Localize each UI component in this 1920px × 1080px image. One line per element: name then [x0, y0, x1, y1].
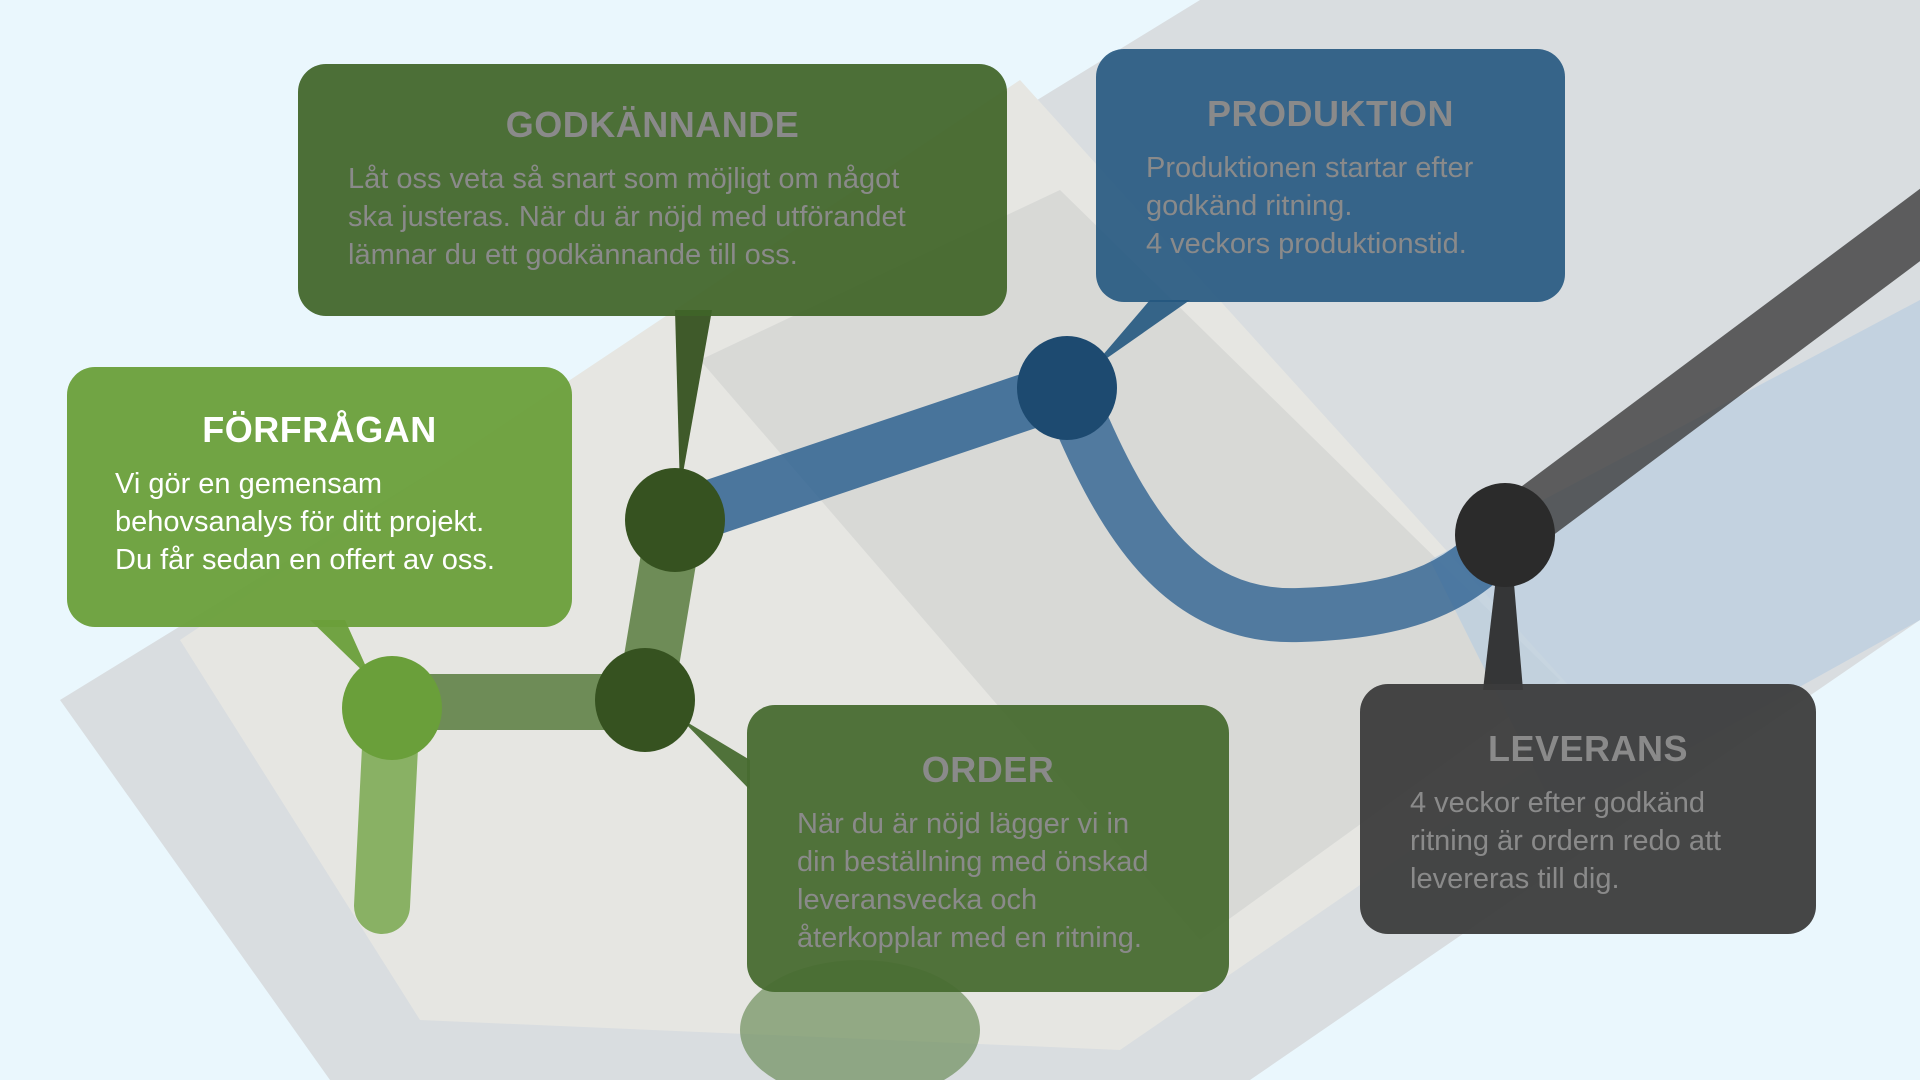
step-line: Du får sedan en offert av oss. [115, 544, 495, 576]
step-line: återkopplar med en ritning. [797, 922, 1142, 954]
step-text: Produktionen startar efter godkänd ritni… [1146, 149, 1515, 263]
step-line: Låt oss veta så snart som möjligt om någ… [348, 163, 900, 195]
step-line: ska justeras. När du är nöjd med utföran… [348, 201, 906, 233]
step-line: Vi gör en gemensam [115, 468, 383, 500]
step-line: 4 veckors produktionstid. [1146, 228, 1467, 260]
step-line: När du är nöjd lägger vi in [797, 808, 1130, 840]
path-leverans-exit [1487, 188, 1920, 559]
tail-godkannande [675, 310, 712, 490]
step-card-leverans: LEVERANS 4 veckor efter godkänd ritning … [1360, 684, 1816, 934]
node-leverans[interactable] [1455, 483, 1555, 587]
step-text: 4 veckor efter godkänd ritning är ordern… [1410, 784, 1766, 898]
step-line: Produktionen startar efter [1146, 152, 1474, 184]
step-card-produktion: PRODUKTION Produktionen startar efter go… [1096, 49, 1565, 302]
path-godkannande-produktion [647, 360, 1095, 548]
step-title: ORDER [921, 749, 1055, 790]
step-card-godkannande: GODKÄNNANDE Låt oss veta så snart som mö… [298, 64, 1007, 316]
step-text: Låt oss veta så snart som möjligt om någ… [348, 160, 957, 274]
tail-produktion [1090, 300, 1190, 370]
step-title: GODKÄNNANDE [505, 104, 800, 145]
step-line: ritning är ordern redo att [1410, 825, 1722, 857]
step-line: 4 veckor efter godkänd [1410, 787, 1706, 819]
step-text: När du är nöjd lägger vi in din beställn… [797, 805, 1179, 957]
step-title: LEVERANS [1487, 728, 1689, 769]
step-title: FÖRFRÅGAN [202, 409, 437, 450]
step-line: din beställning med önskad [797, 846, 1149, 878]
tail-forfragan [310, 620, 372, 680]
path-produktion-leverans [1040, 361, 1532, 643]
tail-order [680, 718, 750, 790]
node-forfragan[interactable] [342, 656, 442, 760]
node-godkannande[interactable] [625, 468, 725, 572]
step-text: Vi gör en gemensam behovsanalys för ditt… [115, 465, 524, 579]
step-title: PRODUKTION [1207, 93, 1454, 134]
step-card-forfragan: FÖRFRÅGAN Vi gör en gemensam behovsanaly… [67, 367, 572, 627]
node-produktion[interactable] [1017, 336, 1117, 440]
step-card-order: ORDER När du är nöjd lägger vi in din be… [747, 705, 1229, 992]
step-line: levereras till dig. [1410, 863, 1620, 895]
node-order[interactable] [595, 648, 695, 752]
building-room [700, 190, 1560, 940]
tail-leverans [1483, 560, 1523, 690]
step-line: godkänd ritning. [1146, 190, 1353, 222]
step-line: leveransvecka och [797, 884, 1038, 916]
step-line: behovsanalys för ditt projekt. [115, 506, 485, 538]
step-line: lämnar du ett godkännande till oss. [348, 239, 798, 271]
